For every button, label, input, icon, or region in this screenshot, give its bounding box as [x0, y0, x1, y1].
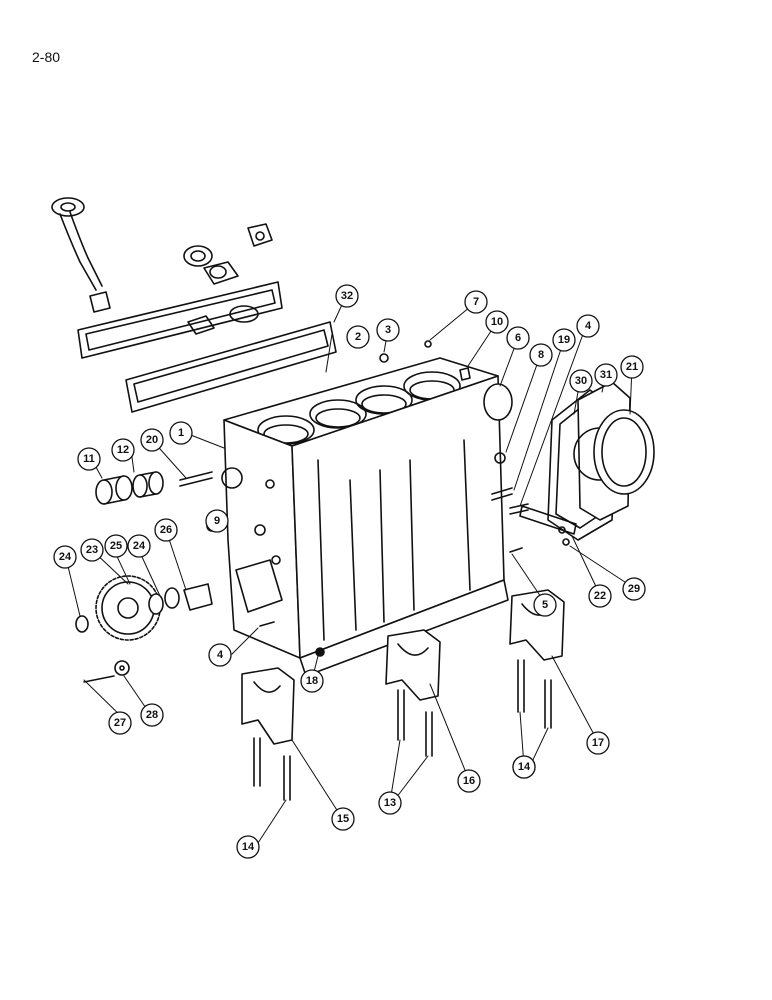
callout-label: 27 [114, 717, 126, 729]
cylinder-block [206, 357, 509, 677]
callout: 14 [512, 755, 536, 779]
rear-oil-seal [593, 409, 655, 495]
callout: 28 [140, 703, 164, 727]
idler-gear-assembly [75, 575, 213, 683]
callout-label: 14 [242, 841, 255, 853]
callout: 32 [335, 284, 359, 308]
callout-label: 11 [83, 453, 95, 465]
callout: 31 [594, 363, 618, 387]
callout: 29 [622, 577, 646, 601]
callout: 5 [533, 593, 557, 617]
small-pins-plugs [259, 340, 577, 657]
callout-label: 7 [473, 296, 479, 308]
callout-label: 4 [217, 649, 224, 661]
callout: 11 [77, 447, 101, 471]
callout-label: 18 [306, 675, 318, 687]
callout-label: 12 [117, 444, 129, 456]
callout-label: 21 [626, 361, 638, 373]
callout: 3 [376, 318, 400, 342]
callout-label: 6 [515, 332, 521, 344]
camshaft-bushings [95, 471, 164, 505]
callout: 12 [111, 438, 135, 462]
callout: 24 [127, 534, 151, 558]
callout-label: 25 [110, 540, 122, 552]
callout-label: 30 [575, 375, 587, 387]
callout-label: 31 [600, 369, 612, 381]
callout: 25 [104, 534, 128, 558]
callout-label: 32 [341, 290, 353, 302]
callout-label: 14 [518, 761, 531, 773]
callout-label: 10 [491, 316, 503, 328]
dowel-pin [179, 471, 213, 487]
callout-label: 20 [146, 434, 158, 446]
callout: 21 [620, 355, 644, 379]
callout-label: 15 [337, 813, 349, 825]
callout-label: 4 [585, 320, 592, 332]
callout-label: 1 [178, 427, 184, 439]
callout: 24 [53, 545, 77, 569]
main-bearing-cap-front [241, 667, 295, 745]
callout-label: 3 [385, 324, 391, 336]
callout: 26 [154, 518, 178, 542]
callout: 1 [169, 421, 193, 445]
callout: 19 [552, 328, 576, 352]
page-number: 2-80 [32, 49, 61, 65]
side-cover-gasket [125, 321, 337, 413]
callout-label: 28 [146, 709, 158, 721]
callout: 4 [208, 643, 232, 667]
side-cover-plate [77, 281, 283, 359]
callout: 15 [331, 807, 355, 831]
callout: 8 [529, 343, 553, 367]
callout-label: 24 [59, 551, 72, 563]
callout: 9 [205, 509, 229, 533]
callout-label: 13 [384, 797, 396, 809]
callout: 16 [457, 769, 481, 793]
callout: 10 [485, 310, 509, 334]
callout-label: 9 [214, 515, 220, 527]
callout-label: 29 [628, 583, 640, 595]
callout: 23 [80, 538, 104, 562]
callout: 17 [586, 731, 610, 755]
bearing-cap-bolts [253, 659, 552, 801]
callout: 14 [236, 835, 260, 859]
callout-label: 8 [538, 349, 544, 361]
callout: 18 [300, 669, 324, 693]
callout: 4 [576, 314, 600, 338]
oil-filler-tube [51, 197, 111, 313]
thermostat-housing [183, 223, 273, 285]
callout: 30 [569, 369, 593, 393]
callout-label: 5 [542, 599, 548, 611]
callout: 22 [588, 584, 612, 608]
callout-label: 19 [558, 334, 570, 346]
callout-label: 26 [160, 524, 172, 536]
callout-label: 22 [594, 590, 606, 602]
callouts: 1 2 3 4 4 5 6 7 8 9 10 11 12 13 14 15 16… [53, 284, 646, 859]
callout-label: 2 [355, 331, 361, 343]
callout: 6 [506, 326, 530, 350]
callout: 13 [378, 791, 402, 815]
callout: 20 [140, 428, 164, 452]
callout: 7 [464, 290, 488, 314]
callout-label: 16 [463, 775, 475, 787]
callout-label: 23 [86, 544, 98, 556]
callout: 27 [108, 711, 132, 735]
callout-label: 24 [133, 540, 146, 552]
callout: 2 [346, 325, 370, 349]
main-bearing-cap-center [385, 629, 441, 701]
callout-label: 17 [592, 737, 604, 749]
